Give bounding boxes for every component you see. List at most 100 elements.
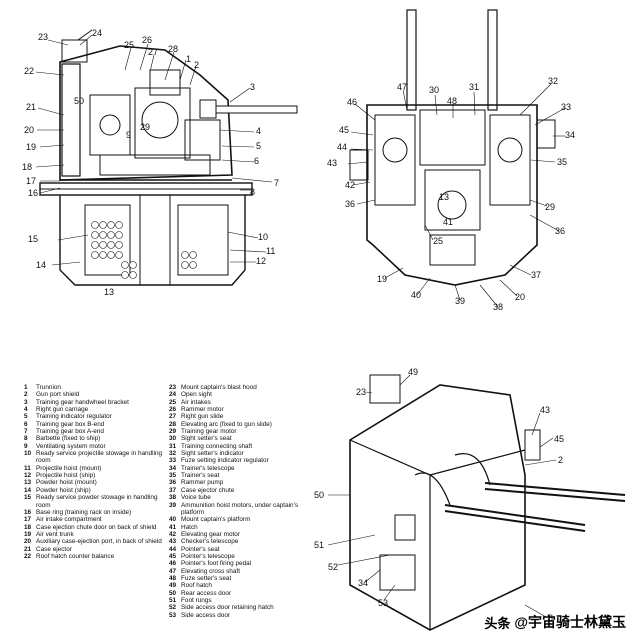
legend-item-number: 52 xyxy=(169,604,177,612)
iso-callout-43: 43 xyxy=(540,405,550,415)
side-callout-5: 5 xyxy=(256,141,261,151)
side-callout-13: 13 xyxy=(104,287,114,297)
legend-item-number: 23 xyxy=(169,384,177,391)
legend-item-text: Air vent trunk xyxy=(36,530,74,538)
iso-callout-45: 45 xyxy=(554,434,564,444)
plan-callout-39: 39 xyxy=(455,296,465,306)
legend-item-number: 49 xyxy=(169,582,177,590)
legend-item-4: 4 Right gun carriage xyxy=(24,406,164,413)
legend-item-number: 41 xyxy=(169,523,177,531)
side-callout-10: 10 xyxy=(258,232,268,242)
legend-item-number: 31 xyxy=(169,442,177,450)
legend-item-31: 31 Training connecting shaft xyxy=(169,443,321,450)
legend-item-text: Training connecting shaft xyxy=(181,442,253,450)
legend-item-number: 9 xyxy=(24,442,28,450)
legend-item-text: Right gun carriage xyxy=(36,406,89,414)
legend-item-text: Mount captain's blast hood xyxy=(181,384,257,391)
side-callout-12: 12 xyxy=(256,256,266,266)
legend-item-text: Projectile hoist (mount) xyxy=(36,464,102,472)
side-callout-24: 24 xyxy=(92,28,102,38)
iso-callout-49: 49 xyxy=(408,367,418,377)
side-callout-11: 11 xyxy=(266,246,275,256)
legend-item-text: Case ejector chute xyxy=(181,486,235,494)
legend-item-text: Roof hatch xyxy=(181,582,212,590)
legend-item-text: Training gear box A-end xyxy=(36,428,104,436)
legend-item-text: Case ejector xyxy=(36,545,72,553)
plan-callout-34: 34 xyxy=(565,130,575,140)
plan-callout-47: 47 xyxy=(397,82,407,92)
legend-item-10: 10 Ready service projectile stowage in ha… xyxy=(24,450,164,465)
legend-item-number: 43 xyxy=(169,538,177,546)
side-callout-1: 1 xyxy=(186,54,191,64)
legend-item-number: 14 xyxy=(24,486,32,494)
legend-item-number: 39 xyxy=(169,501,177,509)
legend-item-number: 45 xyxy=(169,552,177,560)
legend-item-text: Ventilating system motor xyxy=(36,442,106,450)
plan-callout-43: 43 xyxy=(327,158,337,168)
legend-item-text: Trainer's telescope xyxy=(181,464,235,472)
legend-item-number: 50 xyxy=(169,589,177,597)
legend-item-number: 7 xyxy=(24,428,28,436)
side-callout-19: 19 xyxy=(26,142,36,152)
side-callout-6: 6 xyxy=(254,156,259,166)
legend-item-23: 23 Mount captain's blast hood xyxy=(169,384,321,391)
legend-item-number: 32 xyxy=(169,450,177,458)
legend-item-14: 14 Powder hoist (ship) xyxy=(24,487,164,494)
legend-item-number: 3 xyxy=(24,398,28,406)
legend-item-text: Sight setter's seat xyxy=(181,435,232,443)
plan-callout-29: 29 xyxy=(545,202,555,212)
legend-item-number: 22 xyxy=(24,552,32,560)
legend-item-text: Ready service projectile stowage in hand… xyxy=(36,450,163,465)
iso-callout-53: 53 xyxy=(378,598,388,608)
legend-item-text: Powder hoist (ship) xyxy=(36,486,91,494)
plan-callout-36: 36 xyxy=(555,226,565,236)
legend-item-number: 10 xyxy=(24,450,32,458)
side-callout-50: 50 xyxy=(74,96,84,106)
legend-item-text: Gun port shield xyxy=(36,391,80,399)
legend-item-text: Open sight xyxy=(181,391,212,399)
iso-callout-50: 50 xyxy=(314,490,324,500)
legend-item-text: Elevating arc (fixed to gun slide) xyxy=(181,420,272,428)
legend-item-text: Powder hoist (mount) xyxy=(36,479,97,487)
legend-item-number: 4 xyxy=(24,406,28,414)
side-callout-29: 29 xyxy=(140,122,150,132)
legend-item-number: 29 xyxy=(169,428,177,436)
plan-callout-37: 37 xyxy=(531,270,541,280)
legend-item-number: 27 xyxy=(169,413,177,421)
legend-item-number: 2 xyxy=(24,391,28,399)
legend-item-number: 36 xyxy=(169,479,177,487)
legend-item-text: Foot rungs xyxy=(181,596,212,604)
side-callout-17: 17 xyxy=(26,176,36,186)
legend-item-number: 16 xyxy=(24,508,32,516)
plan-callout-13: 13 xyxy=(439,192,449,202)
watermark: 头条 @宇宙骑士林黛玉 xyxy=(484,612,626,632)
side-callout-8: 8 xyxy=(250,187,255,197)
